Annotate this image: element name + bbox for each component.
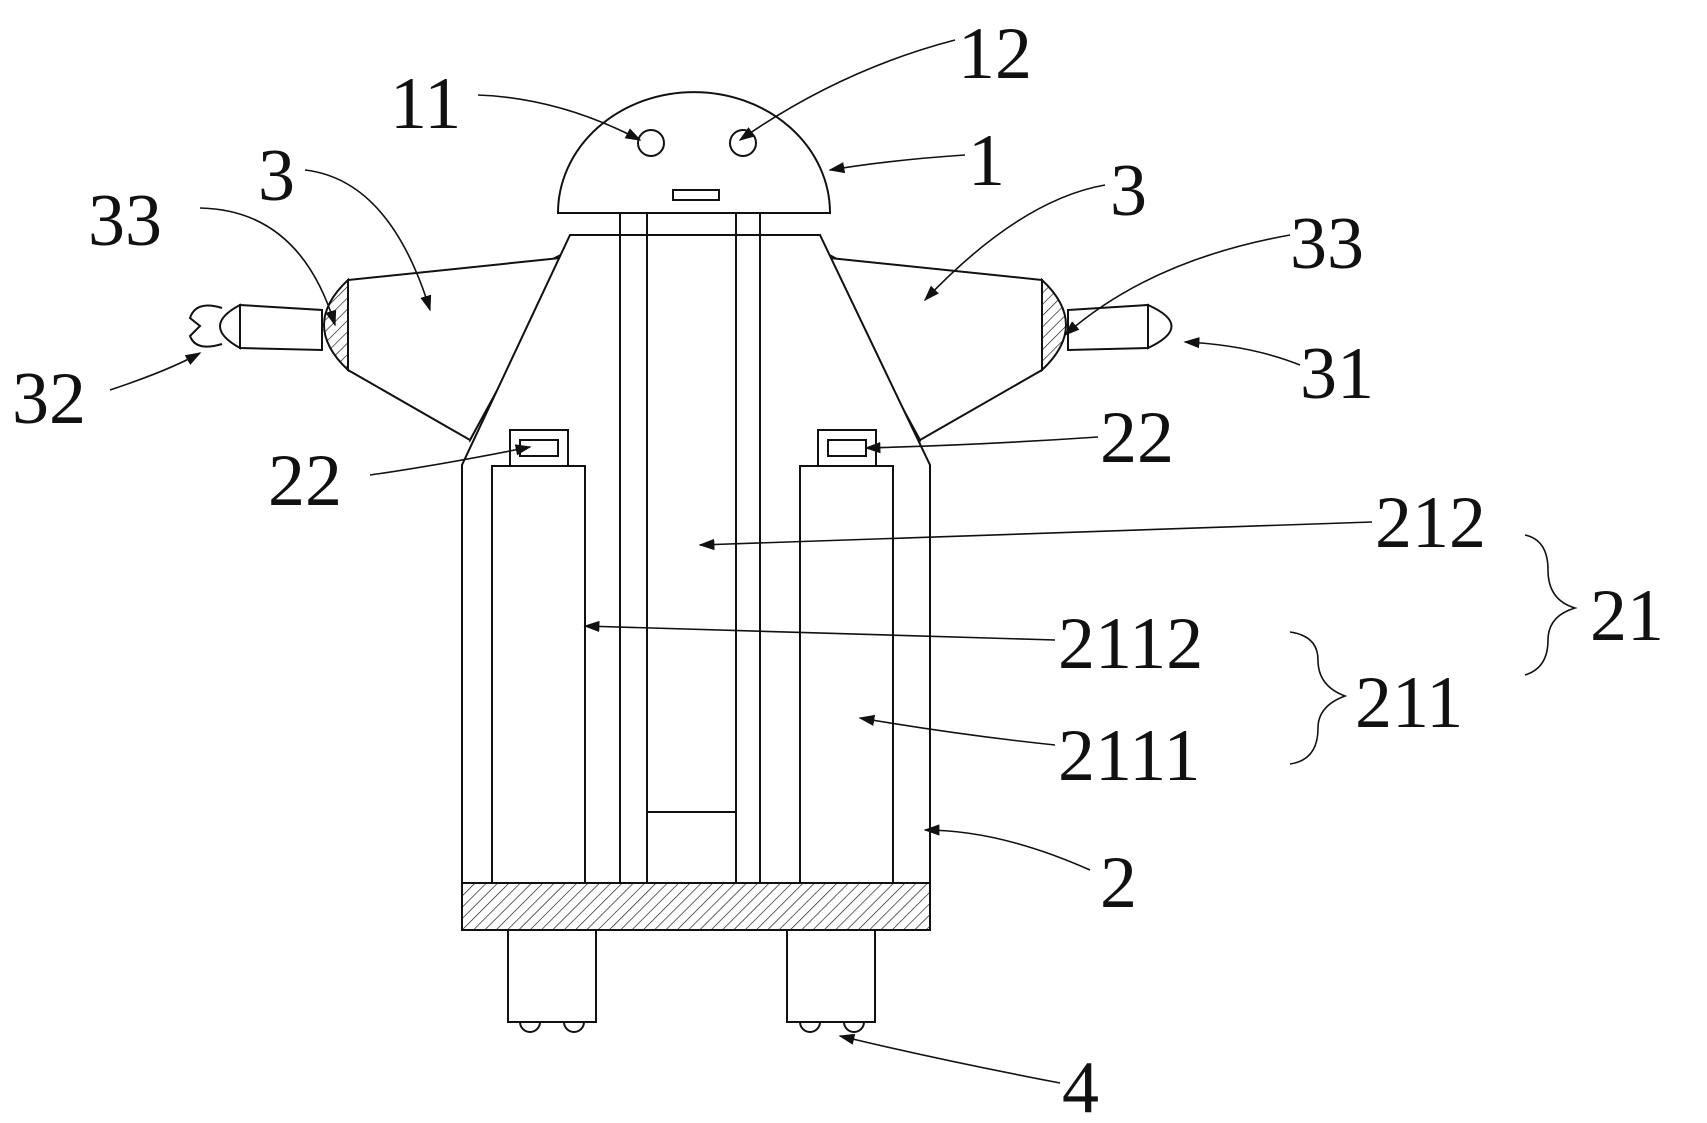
left-tank — [491, 429, 586, 884]
label-33-right: 33 — [1290, 203, 1364, 285]
label-22-right: 22 — [1100, 397, 1174, 479]
gripper-claw — [188, 304, 223, 348]
right-leg — [786, 929, 876, 1033]
label-11: 11 — [390, 63, 461, 145]
mouth-slot — [672, 189, 720, 201]
left-eye — [637, 129, 665, 157]
right-hand-knob — [1147, 303, 1173, 350]
label-1: 1 — [968, 120, 1005, 202]
label-2: 2 — [1100, 842, 1137, 924]
head — [556, 91, 832, 214]
left-elbow-joint — [323, 277, 349, 373]
label-31: 31 — [1300, 333, 1374, 415]
label-211: 211 — [1355, 662, 1463, 744]
base-plate — [461, 882, 931, 931]
label-4: 4 — [1062, 1047, 1099, 1123]
label-22-left: 22 — [268, 440, 342, 522]
label-21: 21 — [1590, 575, 1664, 657]
reference-numerals: 11 12 1 3 3 33 33 32 31 22 22 212 21 211… — [12, 13, 1664, 1123]
label-12: 12 — [958, 13, 1032, 95]
label-2111: 2111 — [1058, 715, 1201, 797]
label-3-left: 3 — [258, 135, 295, 217]
label-212: 212 — [1375, 482, 1486, 564]
right-tank — [799, 429, 894, 884]
group-braces — [1289, 534, 1578, 765]
label-33-left: 33 — [88, 180, 162, 262]
label-3-right: 3 — [1110, 150, 1147, 232]
left-leg — [507, 929, 597, 1033]
right-eye — [729, 129, 757, 157]
leader-lines — [109, 39, 1373, 1084]
label-32: 32 — [12, 358, 86, 440]
right-elbow-joint — [1041, 277, 1067, 373]
label-2112: 2112 — [1058, 603, 1203, 685]
